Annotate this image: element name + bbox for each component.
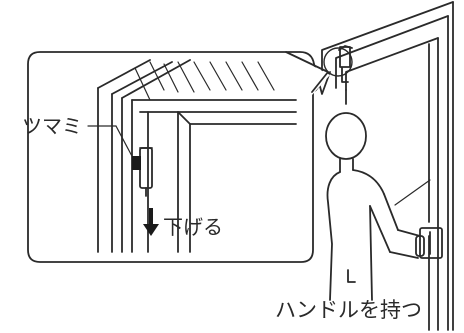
door-frame <box>321 1 454 331</box>
pull-down-label: 下げる <box>163 215 223 239</box>
hold-handle-label: ハンドルを持つ <box>275 298 422 322</box>
door-handle <box>415 227 443 259</box>
zoomed-frame <box>97 59 297 253</box>
knob-leader-line <box>115 125 135 161</box>
zoom-callout <box>27 47 353 263</box>
person-head <box>325 112 367 160</box>
knob-block <box>132 156 141 170</box>
down-arrow-icon <box>143 208 159 236</box>
knob-label: ツマミ <box>22 114 82 138</box>
person <box>325 112 421 301</box>
